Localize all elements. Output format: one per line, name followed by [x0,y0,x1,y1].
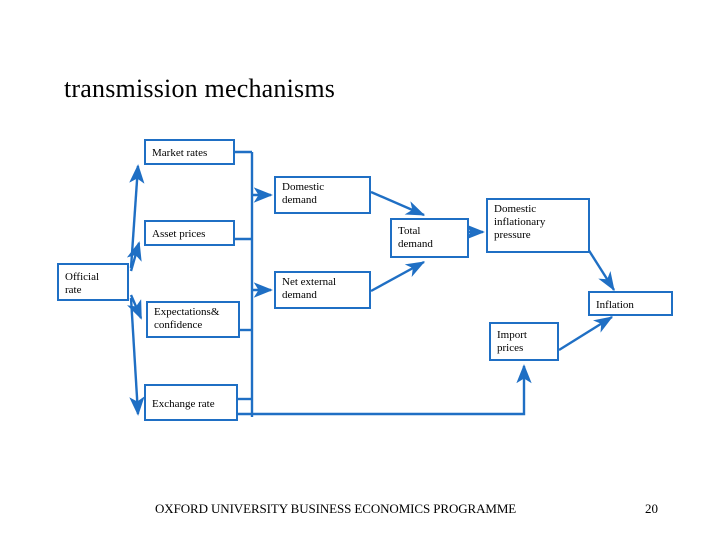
node-expectations-confidence[interactable]: Expectations& confidence [146,301,240,338]
edge-exchangerate-to-importprices [238,364,532,416]
footer-page-number: 20 [645,501,658,516]
node-asset-prices[interactable]: Asset prices [144,220,235,246]
page-title: transmission mechanisms [64,74,336,103]
node-import-prices-label: Import prices [497,329,527,354]
node-inflation-label: Inflation [596,298,634,311]
node-import-prices[interactable]: Import prices [489,322,559,361]
edge-importprices-to-inflation [558,315,614,352]
node-asset-prices-label: Asset prices [152,228,206,240]
edge-officialrate-to-assetprices [126,241,142,272]
node-market-rates[interactable]: Market rates [144,139,235,165]
node-total-demand-label: Total demand [398,225,433,250]
node-domestic-demand-label: Domestic demand [282,181,325,206]
node-domestic-demand[interactable]: Domestic demand [274,176,371,214]
edge-officialrate-to-exchangerate [129,297,145,416]
footer-organization: OXFORD UNIVERSITY BUSINESS ECONOMICS PRO… [155,501,517,516]
node-market-rates-label: Market rates [152,147,208,159]
edge-netexternaldemand-to-totaldemand [370,260,426,293]
node-official-rate[interactable]: Official rate [57,263,129,301]
node-expectations-confidence-label: Expectations& confidence [154,306,220,331]
edge-domesticdemand-to-totaldemand [370,190,426,217]
edge-inflationarypressure-to-inflation [586,248,616,292]
node-exchange-rate-label: Exchange rate [152,397,215,410]
node-official-rate-label: Official rate [65,270,100,296]
node-domestic-inflationary-pressure[interactable]: Domestic inflationary pressure [486,198,590,253]
node-net-external-demand[interactable]: Net external demand [274,271,371,309]
node-domestic-inflationary-pressure-label: Domestic inflationary pressure [494,203,546,241]
node-exchange-rate[interactable]: Exchange rate [144,384,238,421]
edge-officialrate-to-expectations [127,294,143,320]
node-total-demand[interactable]: Total demand [390,218,469,258]
node-inflation[interactable]: Inflation [588,291,673,316]
node-net-external-demand-label: Net external demand [282,276,337,301]
